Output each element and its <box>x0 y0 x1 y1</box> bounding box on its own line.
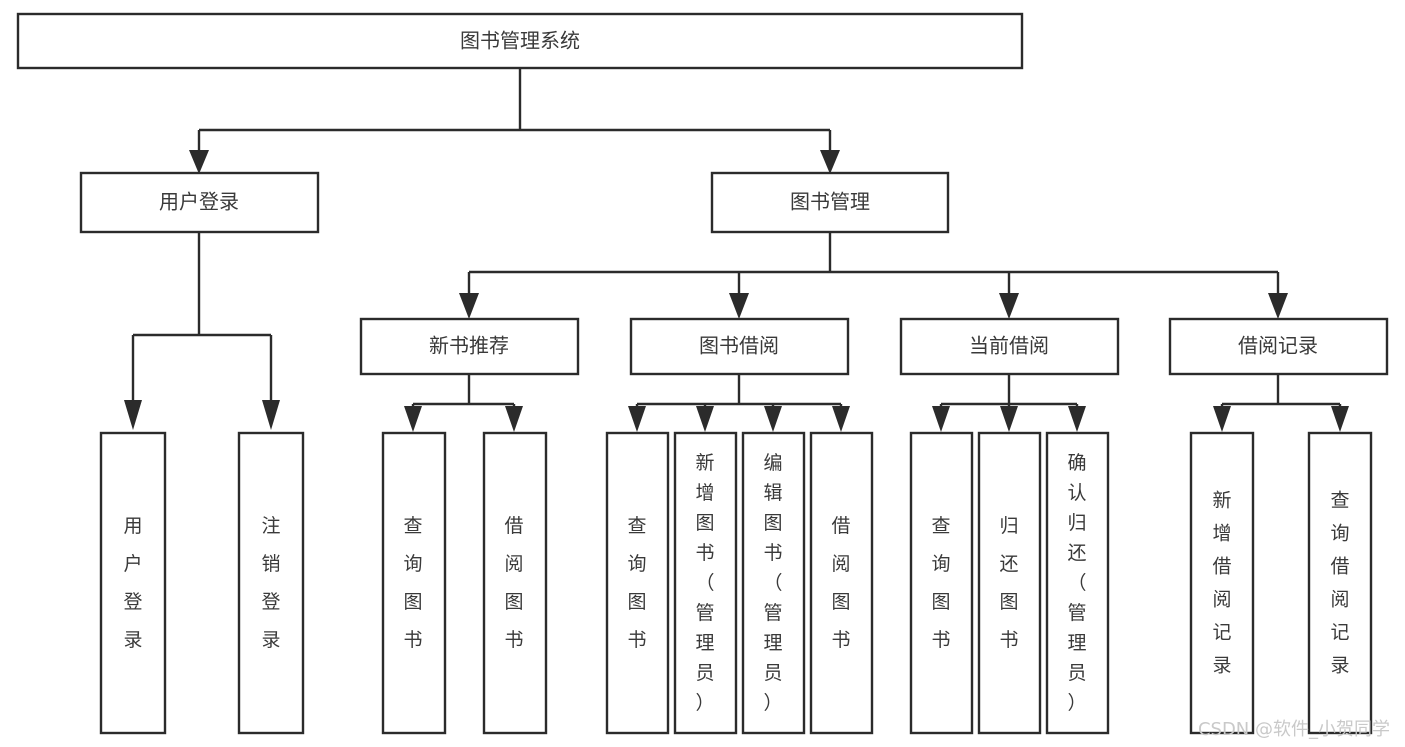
node-root-label: 图书管理系统 <box>460 29 580 53</box>
node-book-manage[interactable]: 图书管理 <box>710 171 950 234</box>
arrow-head-current-borrow <box>999 293 1019 319</box>
node-leaf-borrow-book-2-label: 借阅图书 <box>831 515 850 651</box>
node-leaf-borrow-book-2[interactable]: 借阅图书 <box>809 431 874 735</box>
node-leaf-edit-book-box[interactable] <box>741 431 806 735</box>
node-leaf-query-record-label: 查询借阅记录 <box>1330 489 1349 676</box>
node-new-book-rec-label: 新书推荐 <box>429 334 509 358</box>
node-leaf-add-record[interactable]: 新增借阅记录 <box>1189 431 1255 735</box>
node-current-borrow[interactable]: 当前借阅 <box>899 317 1120 376</box>
node-current-borrow-label: 当前借阅 <box>969 334 1049 358</box>
node-leaf-confirm-return-label: 确认归还（管理员） <box>1067 452 1086 714</box>
arrow-head-leaf-return-book <box>1000 406 1018 432</box>
node-leaf-confirm-return[interactable]: 确认归还（管理员） <box>1045 431 1110 735</box>
node-leaf-borrow-book-1[interactable]: 借阅图书 <box>482 431 548 735</box>
arrow-head-leaf-query-book-1 <box>404 406 422 432</box>
node-leaf-query-book-1-box[interactable] <box>381 431 447 735</box>
node-new-book-rec-box[interactable] <box>359 317 580 376</box>
csdn-watermark: CSDN @软件_小贺同学 <box>1198 719 1390 740</box>
node-book-manage-box[interactable] <box>710 171 950 234</box>
node-borrow-record[interactable]: 借阅记录 <box>1168 317 1389 376</box>
node-new-book-rec[interactable]: 新书推荐 <box>359 317 580 376</box>
node-leaf-edit-book[interactable]: 编辑图书（管理员） <box>741 431 806 735</box>
arrow-head-leaf-add-record <box>1213 406 1231 432</box>
node-leaf-user-login-label: 用户登录 <box>123 515 142 651</box>
arrow-head-user-login <box>189 150 209 174</box>
arrow-head-leaf-borrow-book-1 <box>505 406 523 432</box>
node-leaf-query-book-3-label: 查询图书 <box>931 515 950 651</box>
arrow-head-book-borrow <box>729 293 749 319</box>
node-leaf-edit-book-label: 编辑图书（管理员） <box>763 452 782 714</box>
node-leaf-query-book-3-box[interactable] <box>909 431 974 735</box>
arrow-head-leaf-add-book <box>696 406 714 432</box>
node-leaf-user-login[interactable]: 用户登录 <box>99 431 167 735</box>
arrow-head-leaf-query-record <box>1331 406 1349 432</box>
node-root-box[interactable] <box>16 12 1024 70</box>
node-leaf-logout-box[interactable] <box>237 431 305 735</box>
node-leaf-borrow-book-1-box[interactable] <box>482 431 548 735</box>
node-leaf-user-login-box[interactable] <box>99 431 167 735</box>
node-user-login-label: 用户登录 <box>159 190 239 214</box>
node-borrow-record-label: 借阅记录 <box>1238 334 1318 358</box>
node-leaf-query-book-3[interactable]: 查询图书 <box>909 431 974 735</box>
node-leaf-add-book-box[interactable] <box>673 431 738 735</box>
node-leaf-add-record-box[interactable] <box>1189 431 1255 735</box>
node-leaf-query-book-1-label: 查询图书 <box>403 515 422 651</box>
node-leaf-add-record-label: 新增借阅记录 <box>1212 489 1231 676</box>
node-leaf-add-book-label: 新增图书（管理员） <box>695 452 714 714</box>
node-book-borrow[interactable]: 图书借阅 <box>629 317 850 376</box>
node-root[interactable]: 图书管理系统 <box>16 12 1024 70</box>
node-book-borrow-label: 图书借阅 <box>699 334 779 358</box>
node-leaf-borrow-book-2-box[interactable] <box>809 431 874 735</box>
arrow-head-leaf-query-book-2 <box>628 406 646 432</box>
arrow-head-leaf-query-book-3 <box>932 406 950 432</box>
arrow-head-leaf-user-login <box>124 400 142 430</box>
node-user-login[interactable]: 用户登录 <box>79 171 320 234</box>
node-leaf-query-book-1[interactable]: 查询图书 <box>381 431 447 735</box>
node-leaf-query-book-2-box[interactable] <box>605 431 670 735</box>
arrow-head-borrow-record <box>1268 293 1288 319</box>
node-leaf-return-book[interactable]: 归还图书 <box>977 431 1042 735</box>
node-borrow-record-box[interactable] <box>1168 317 1389 376</box>
connector-layer <box>124 68 1349 432</box>
arrow-head-book-manage <box>820 150 840 174</box>
node-leaf-logout[interactable]: 注销登录 <box>237 431 305 735</box>
arrow-head-leaf-borrow-book-2 <box>832 406 850 432</box>
node-leaf-return-book-box[interactable] <box>977 431 1042 735</box>
arrow-head-leaf-edit-book <box>764 406 782 432</box>
node-book-borrow-box[interactable] <box>629 317 850 376</box>
node-current-borrow-box[interactable] <box>899 317 1120 376</box>
node-user-login-box[interactable] <box>79 171 320 234</box>
node-leaf-logout-label: 注销登录 <box>261 515 280 651</box>
node-leaf-return-book-label: 归还图书 <box>999 515 1018 651</box>
node-leaf-query-record-box[interactable] <box>1307 431 1373 735</box>
node-leaf-query-record[interactable]: 查询借阅记录 <box>1307 431 1373 735</box>
arrow-head-new-book-rec <box>459 293 479 319</box>
node-leaf-add-book[interactable]: 新增图书（管理员） <box>673 431 738 735</box>
arrow-head-leaf-confirm-return <box>1068 406 1086 432</box>
node-leaf-query-book-2[interactable]: 查询图书 <box>605 431 670 735</box>
node-leaf-confirm-return-box[interactable] <box>1045 431 1110 735</box>
node-leaf-borrow-book-1-label: 借阅图书 <box>504 515 523 651</box>
node-book-manage-label: 图书管理 <box>790 190 870 214</box>
node-leaf-query-book-2-label: 查询图书 <box>627 515 646 651</box>
arrow-head-leaf-logout <box>262 400 280 430</box>
